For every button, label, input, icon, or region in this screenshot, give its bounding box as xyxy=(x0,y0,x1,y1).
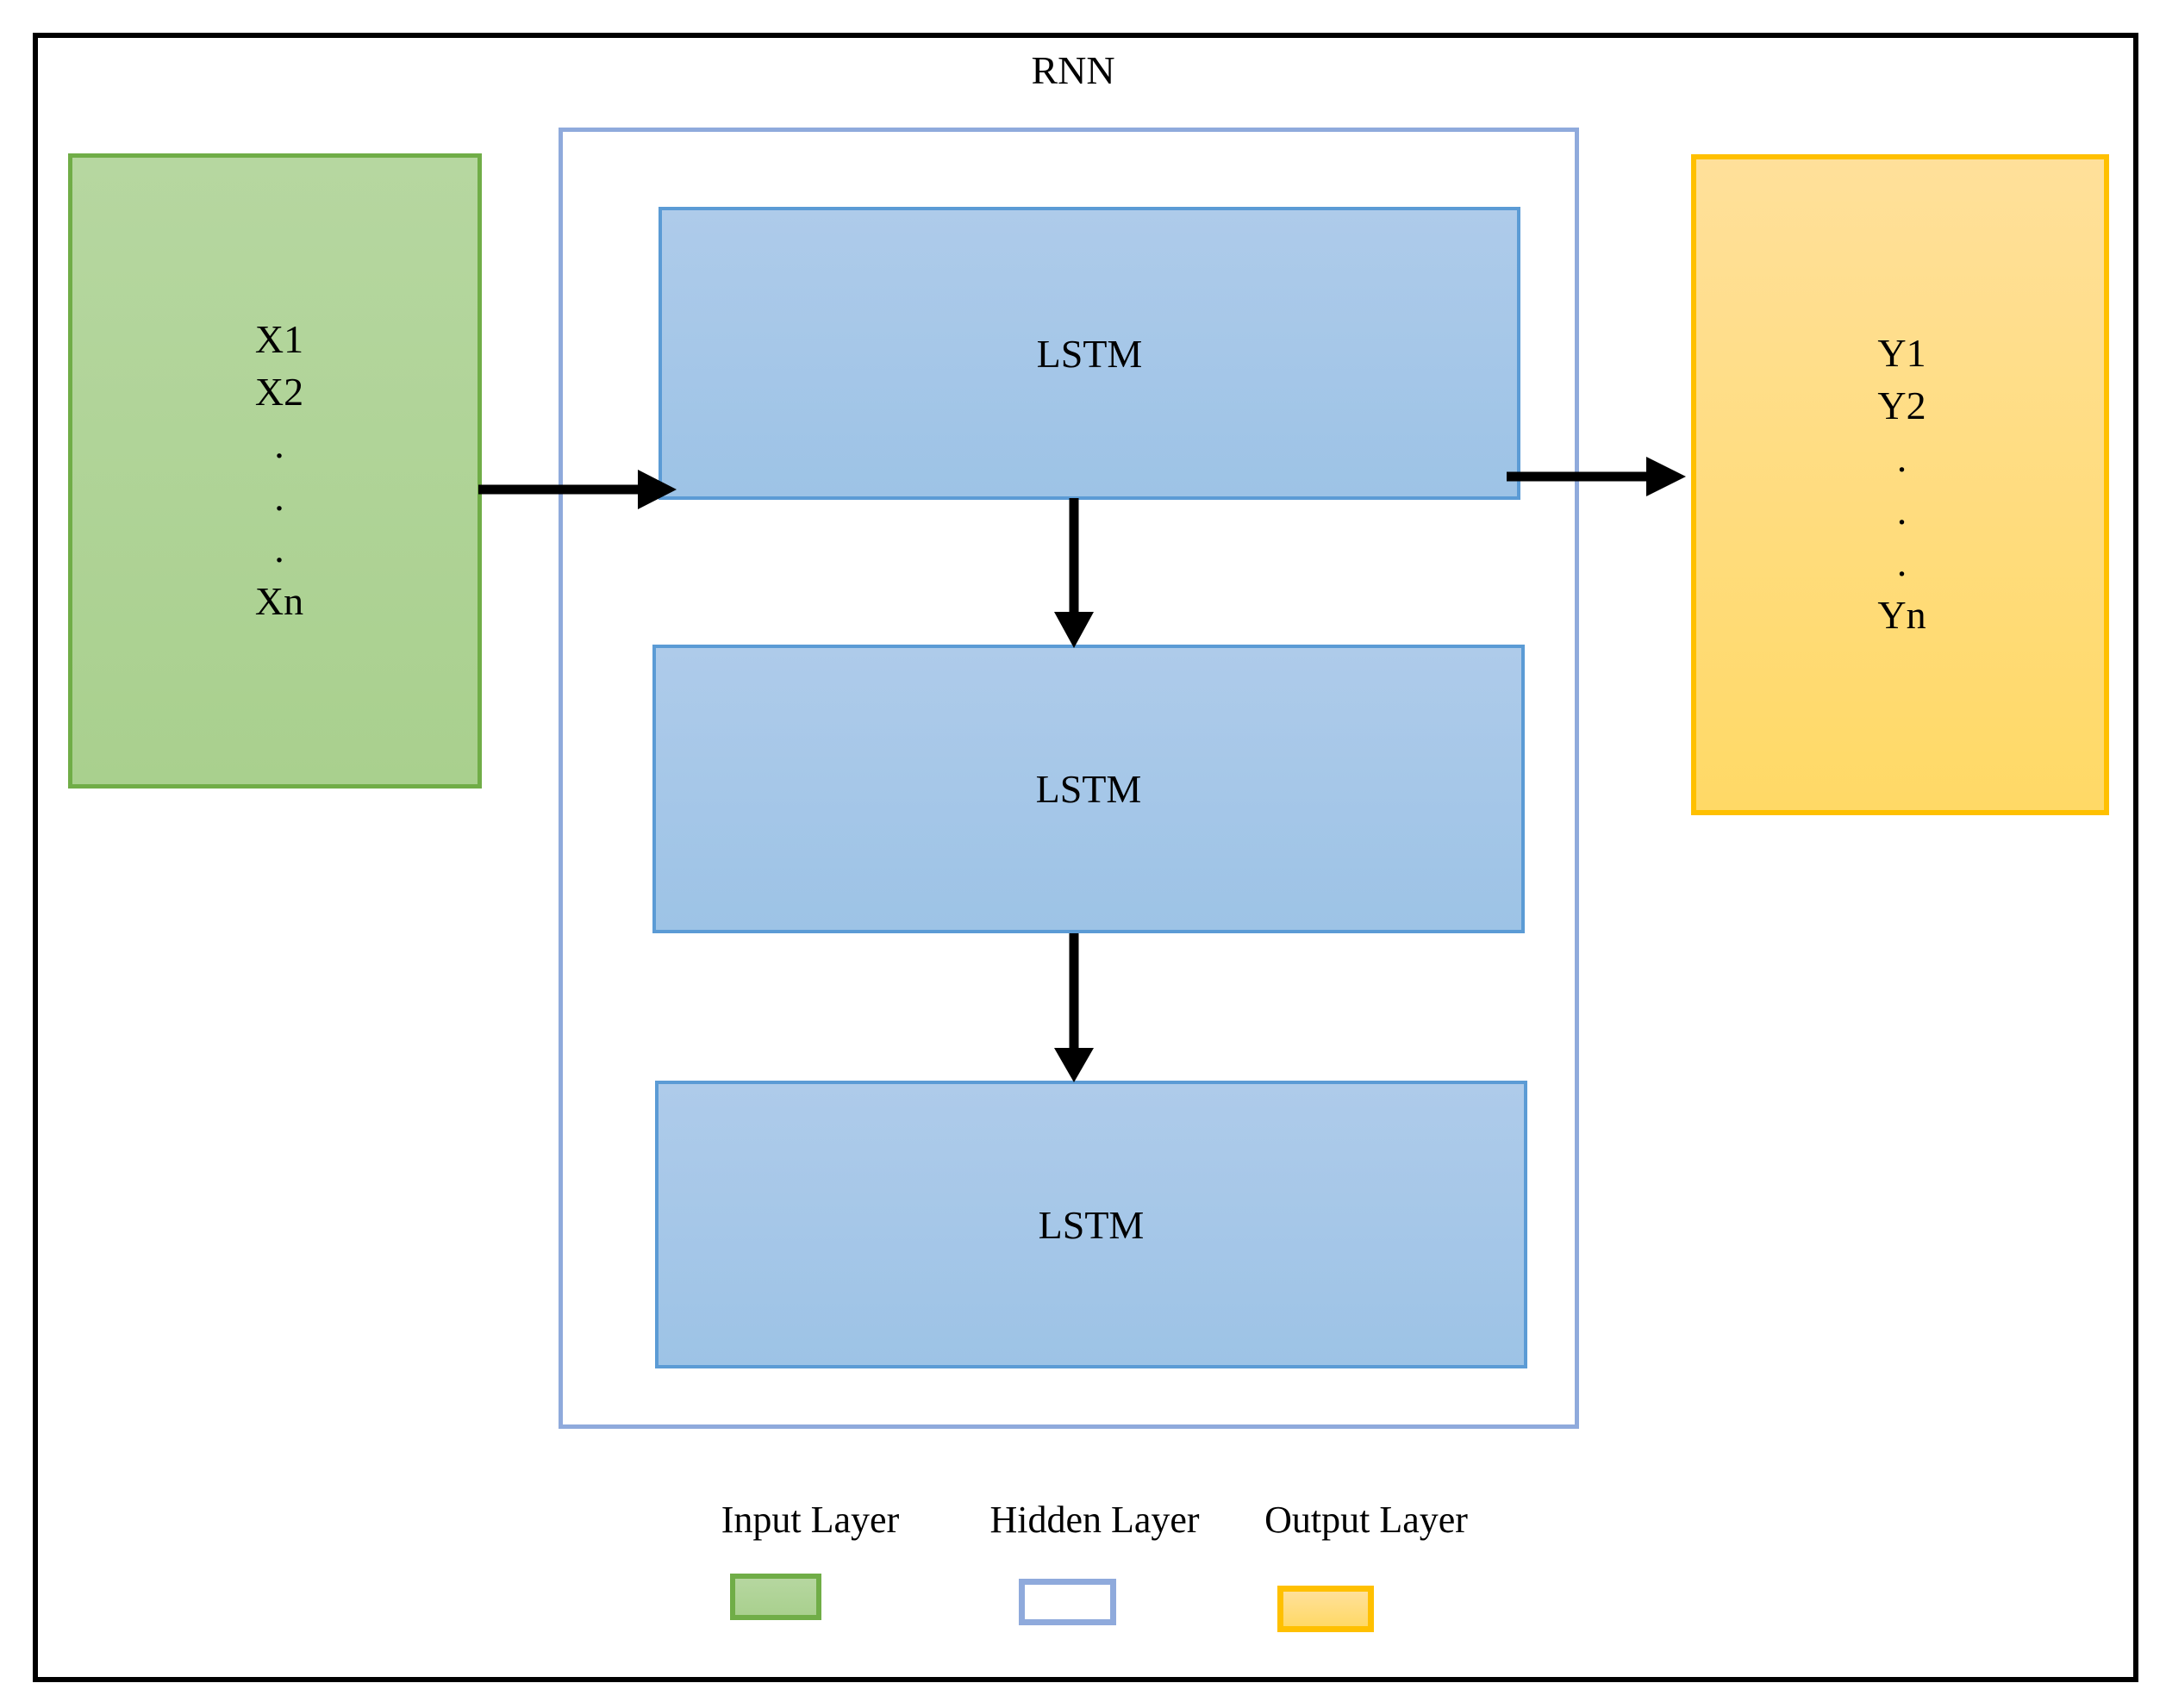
output-layer-items: Y1 Y2 . . . Yn xyxy=(1877,327,1926,641)
lstm-cell-1: LSTM xyxy=(659,207,1520,500)
legend-swatch-output-layer xyxy=(1277,1586,1374,1632)
output-ellipsis-dot-1: . xyxy=(1896,435,1907,480)
input-ellipsis-dot-3: . xyxy=(274,527,284,571)
output-ellipsis-dot-2: . xyxy=(1896,488,1907,533)
legend-item-input-layer: Input Layer xyxy=(690,1501,931,1620)
lstm-cell-1-label: LSTM xyxy=(1036,331,1143,376)
legend-swatch-hidden-layer xyxy=(1019,1579,1116,1625)
legend-swatch-input-layer xyxy=(730,1574,821,1620)
input-ellipsis-dot-2: . xyxy=(274,474,284,519)
legend-label-output-layer: Output Layer xyxy=(1264,1499,1468,1541)
output-ellipsis-dot-3: . xyxy=(1896,540,1907,585)
lstm-cell-2: LSTM xyxy=(652,645,1525,933)
input-ellipsis-dot-1: . xyxy=(274,421,284,466)
input-item-xn: Xn xyxy=(254,578,304,623)
input-layer-block: X1 X2 . . . Xn xyxy=(68,153,482,789)
input-item-x1: X1 xyxy=(254,317,304,362)
output-layer-block: Y1 Y2 . . . Yn xyxy=(1691,154,2109,815)
output-item-yn: Yn xyxy=(1877,592,1926,637)
diagram-outer-frame xyxy=(33,33,2138,1682)
diagram-title: RNN xyxy=(1031,48,1115,92)
lstm-cell-2-label: LSTM xyxy=(1035,767,1142,811)
legend-item-output-layer: Output Layer xyxy=(1241,1501,1491,1632)
input-layer-items: X1 X2 . . . Xn xyxy=(255,314,303,627)
output-item-y1: Y1 xyxy=(1877,331,1926,376)
output-item-y2: Y2 xyxy=(1877,383,1926,428)
legend-label-hidden-layer: Hidden Layer xyxy=(989,1499,1200,1541)
lstm-cell-3-label: LSTM xyxy=(1038,1202,1145,1247)
legend: Input Layer Hidden Layer Output Layer xyxy=(690,1501,1482,1656)
input-item-x2: X2 xyxy=(254,370,304,415)
legend-item-hidden-layer: Hidden Layer xyxy=(965,1501,1224,1625)
legend-label-input-layer: Input Layer xyxy=(721,1499,900,1541)
lstm-cell-3: LSTM xyxy=(655,1081,1527,1368)
